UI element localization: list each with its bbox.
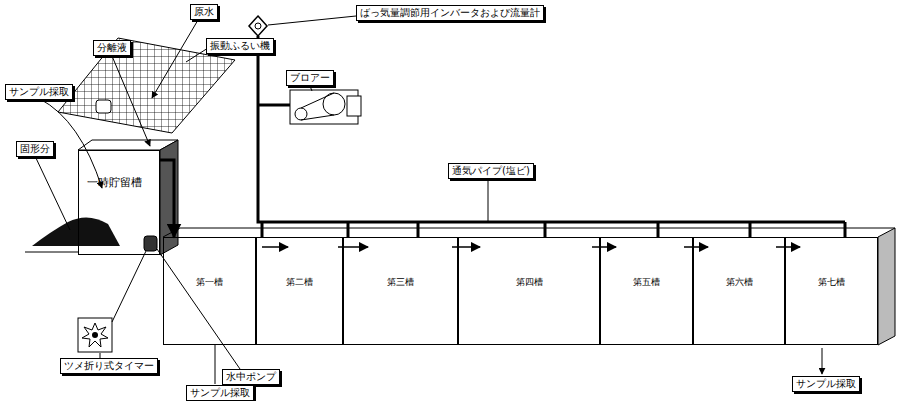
node-label: サンプル採取: [796, 378, 856, 390]
node-label: 第二槽: [257, 276, 342, 289]
leader-line: [310, 86, 312, 91]
node-label: ツメ折り式タイマー: [64, 360, 154, 372]
treatment-tank: 第五槽: [600, 237, 693, 345]
node-label: 通気パイプ(塩ビ): [452, 165, 530, 177]
callout-label: ツメ折り式タイマー: [60, 358, 158, 374]
leader-line: [822, 348, 823, 374]
tank-top-edge: [163, 228, 895, 237]
callout-label: 分離液: [93, 40, 131, 56]
callout-label: 通気パイプ(塩ビ): [448, 163, 534, 179]
flow-arrow: [452, 246, 480, 248]
node-label: 分離液: [97, 42, 127, 54]
node-label: 第三槽: [344, 276, 457, 289]
flow-meter-dial: [255, 23, 261, 29]
leader-lines: [35, 16, 822, 384]
leader-line: [488, 178, 489, 222]
callout-label: サンプル採取: [5, 84, 73, 100]
flow-arrow: [262, 246, 288, 248]
leader-line: [112, 56, 150, 146]
treatment-tank: 第三槽: [343, 237, 458, 345]
timer-center: [92, 332, 98, 338]
node-label: 一時貯留槽: [87, 175, 159, 190]
callout-label: 水中ポンプ: [222, 369, 280, 385]
leader-line: [186, 48, 208, 62]
node-label: 第七槽: [786, 276, 877, 289]
submersible-pump: [144, 236, 157, 251]
blower-pulley-small: [295, 108, 307, 120]
treatment-tank: 第六槽: [693, 237, 785, 345]
node-label: 第四槽: [459, 276, 599, 289]
leader-line: [215, 345, 216, 384]
leader-line: [157, 249, 240, 369]
timer-box: [78, 318, 112, 352]
node-label: 水中ポンプ: [226, 371, 276, 383]
node-label: 第五槽: [601, 276, 692, 289]
callout-label: サンプル採取: [186, 385, 254, 401]
flow-meter: [249, 16, 267, 36]
node-label: サンプル採取: [9, 86, 69, 98]
treatment-tank: 第七槽: [785, 237, 878, 345]
callout-label: 振動ふるい機: [206, 38, 274, 54]
node-label: ばっ気量調節用インバータおよび流量計: [360, 7, 540, 19]
treatment-tank: 第一槽: [163, 237, 256, 345]
timer-star: [82, 323, 108, 347]
solids-ground: [25, 252, 78, 253]
screen-motor: [96, 100, 111, 113]
pump-pipe: [160, 160, 174, 237]
blower-belt: [301, 93, 334, 120]
treatment-tank: 第四槽: [458, 237, 600, 345]
node-label: 振動ふるい機: [210, 40, 270, 52]
leader-line: [35, 156, 70, 230]
callout-label: 原水: [190, 4, 218, 20]
flow-arrow: [776, 246, 800, 248]
tank-side-face: [878, 228, 895, 345]
node-label: サンプル採取: [190, 387, 250, 399]
node-label: 第一槽: [164, 276, 255, 289]
storage-tank: 一時貯留槽: [78, 150, 160, 255]
callout-label: ばっ気量調節用インバータおよび流量計: [356, 5, 544, 21]
callout-label: ブロアー: [286, 70, 334, 86]
node-label: 原水: [194, 6, 214, 18]
blower-motor: [347, 96, 361, 116]
solids-pile: [32, 217, 120, 246]
callout-label: 固形分: [16, 141, 54, 157]
timer-wire: [112, 251, 146, 322]
flow-arrow: [684, 246, 708, 248]
air-pipe: [258, 36, 845, 237]
node-label: 第六槽: [694, 276, 784, 289]
callout-label: サンプル採取: [792, 376, 860, 392]
leader-line: [268, 16, 356, 25]
node-label: ブロアー: [290, 72, 330, 84]
flow-arrow: [592, 246, 616, 248]
treatment-tank: 第二槽: [256, 237, 343, 345]
node-label: 固形分: [20, 143, 50, 155]
